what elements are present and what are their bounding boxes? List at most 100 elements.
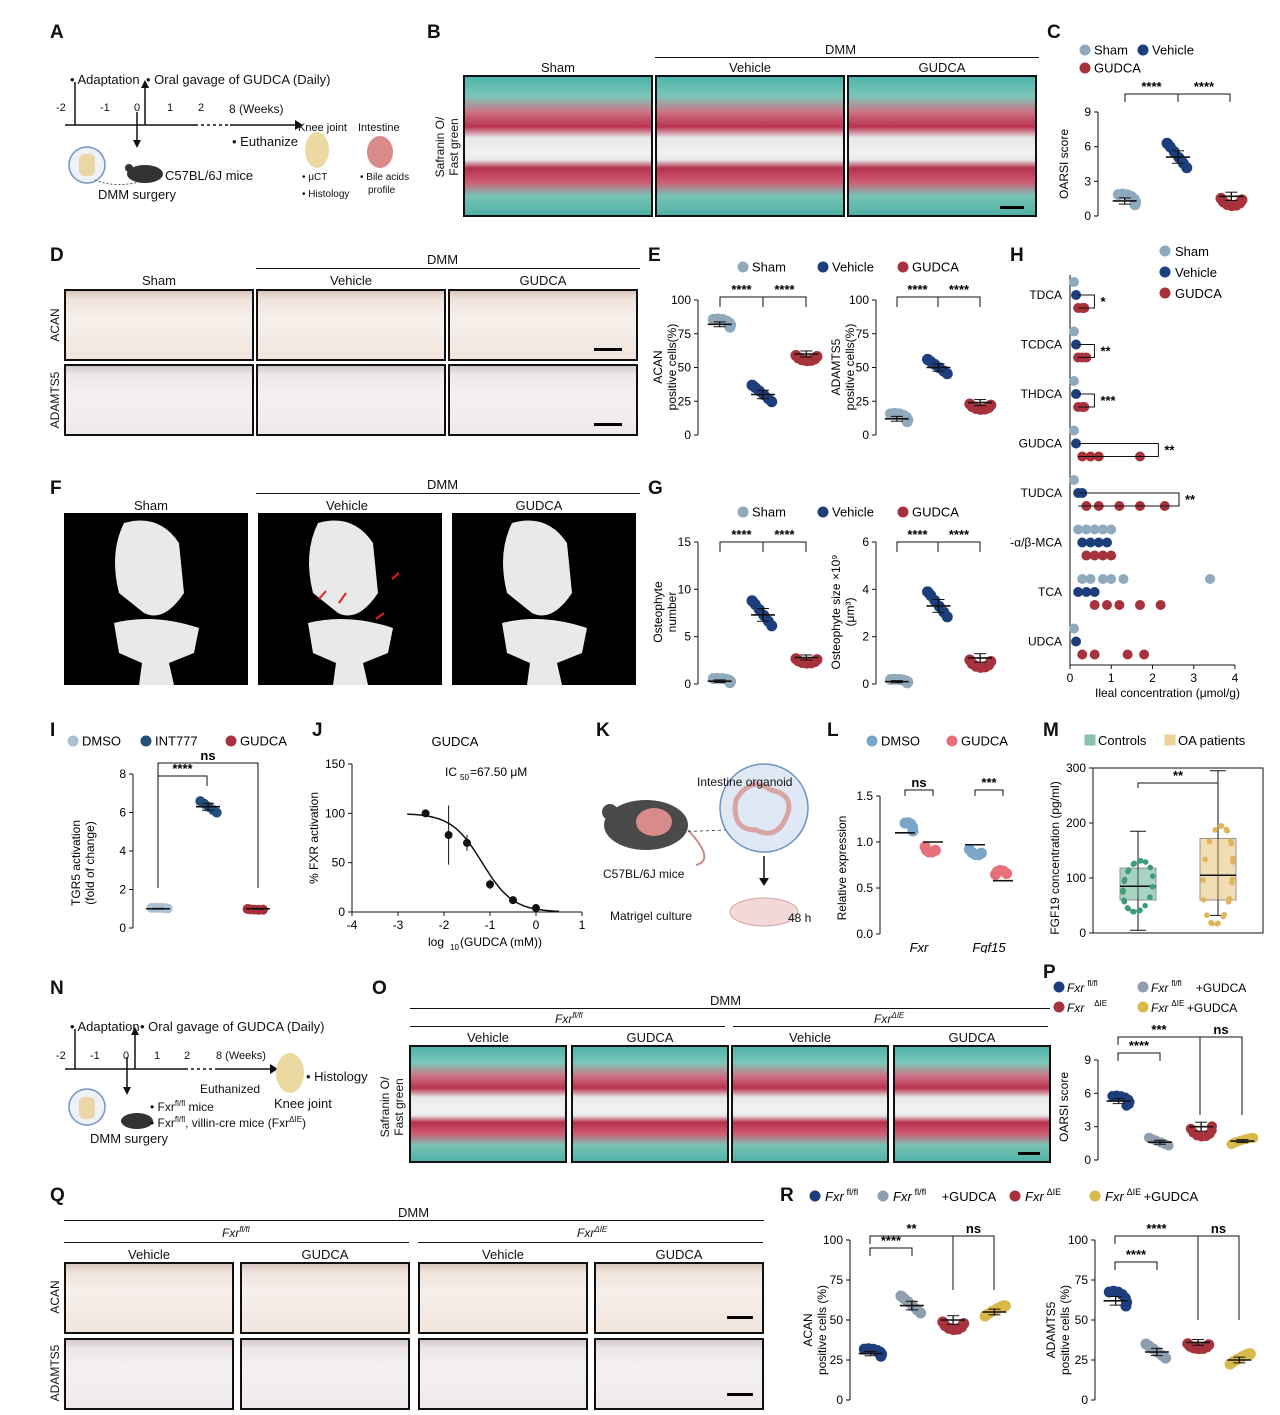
o-group1-line	[410, 1026, 725, 1027]
e-l-b1-bracket	[719, 296, 764, 307]
n-euthanized: Euthanized	[200, 1082, 261, 1096]
h-point-6-0-4	[1118, 574, 1129, 584]
l-legend-label-0: DMSO	[881, 734, 920, 749]
p-legend-sup-3: ΔIE	[1171, 999, 1184, 1008]
m-point-1-17	[1221, 911, 1228, 918]
panel-label-d: D	[50, 245, 64, 266]
q-col-4: GUDCA	[655, 1247, 703, 1262]
h-cat-label-4: TUDCA	[1021, 486, 1062, 500]
q-image-adamts5-3	[418, 1338, 588, 1410]
n-fxr-villin-end: )	[302, 1116, 307, 1130]
f-col-vehicle: Vehicle	[326, 498, 368, 513]
h-point-6-0-1	[1085, 574, 1096, 584]
m-y-tick-label-2: 200	[1066, 816, 1086, 830]
k-schematic	[602, 763, 809, 927]
h-point-5-2-2	[1097, 550, 1108, 561]
m-point-1-12	[1200, 877, 1206, 883]
q-image-acan-2	[240, 1262, 410, 1334]
r-legend-dot-2	[1009, 1190, 1021, 1202]
r-r-point-0-6	[1120, 1300, 1132, 1312]
c-point-1-6	[1161, 137, 1173, 149]
h-bracket-3	[1078, 443, 1159, 457]
panel-label-i: I	[50, 720, 56, 741]
panel-label-h: H	[1010, 245, 1024, 266]
o-col-1: Vehicle	[467, 1030, 509, 1045]
i-b1-bracket	[157, 775, 208, 786]
e-l-y-tick-label-2: 50	[678, 361, 692, 375]
j-point-3	[486, 880, 494, 889]
f-col-gudca: GUDCA	[515, 498, 563, 513]
p-b1-bracket	[1117, 1052, 1161, 1061]
i-ylabel-1: (fold of change)	[83, 821, 97, 904]
r-r-point-2-6	[1203, 1339, 1215, 1351]
a-uct: • μCT	[302, 172, 328, 183]
d-col-sham: Sham	[142, 273, 176, 288]
h-sig-0: *	[1100, 294, 1106, 309]
j-x-tick-label-4: 0	[533, 918, 540, 932]
r-legend-label-0: Fxr	[825, 1189, 844, 1204]
m-point-0-10	[1147, 894, 1153, 900]
e-l-ylabel-1: positive cells(%)	[665, 324, 679, 411]
p-legend-tail-3: +GUDCA	[1187, 1001, 1237, 1015]
r-l-y-tick-label-4: 100	[823, 1233, 843, 1247]
n-fxr-mice-tail: mice	[185, 1100, 214, 1114]
m-legend-label-1: OA patients	[1178, 733, 1246, 748]
g-l-b2-sig: ****	[774, 527, 795, 542]
h-point-6-2-2	[1114, 600, 1125, 610]
j-point-0	[421, 809, 430, 818]
q-dmm-line	[64, 1220, 764, 1221]
r-r-y-tick-label-1: 25	[1075, 1353, 1089, 1367]
m-point-1-15	[1209, 920, 1215, 927]
m-point-1-11	[1202, 856, 1208, 863]
b-image-sham	[463, 75, 653, 217]
b-col-vehicle: Vehicle	[729, 60, 771, 75]
h-cat-label-1: TCDCA	[1021, 338, 1062, 352]
p-ylabel-0: OARSI score	[1057, 1072, 1071, 1142]
h-cat-label-2: THDCA	[1021, 387, 1062, 401]
e-r-ylabel-1: positive cells(%)	[843, 324, 857, 411]
i-y-tick-label-0: 0	[119, 921, 126, 935]
g-legend-label-1: Vehicle	[832, 505, 874, 520]
r-legend-label-3: Fxr	[1105, 1189, 1124, 1204]
p-b2-sig: ***	[1151, 1022, 1167, 1037]
p-point-1-7	[1145, 1133, 1156, 1144]
q-image-adamts5-2	[240, 1338, 410, 1410]
n-knee: Knee joint	[274, 1096, 332, 1111]
p-y-tick-label-0: 0	[1084, 1153, 1091, 1167]
g-r-b1-bracket	[896, 541, 939, 552]
d-dmm-line	[256, 268, 640, 269]
h-bracket-1	[1078, 344, 1095, 358]
k-organoid: Intestine organoid	[697, 775, 793, 789]
k-time: 48 h	[788, 911, 812, 925]
r-r-b3-bracket	[1197, 1235, 1240, 1320]
p-b3-sig: ns	[1213, 1022, 1228, 1037]
r-r-y-tick-label-3: 75	[1075, 1273, 1089, 1287]
m-legend-swatch-0	[1084, 734, 1096, 746]
panel-label-b: B	[427, 22, 441, 43]
o-group1: Fxrfl/fl	[555, 1011, 583, 1026]
p-point-0-7	[1121, 1100, 1132, 1111]
r-r-point-1-6	[1140, 1338, 1152, 1350]
q-group2: FxrΔIE	[577, 1225, 607, 1240]
e-r-point-2-6	[985, 399, 997, 411]
h-point-2-1-0	[1071, 389, 1082, 399]
o-image-2	[571, 1045, 729, 1163]
r-l-b3-bracket	[952, 1235, 995, 1290]
r-r-b1-sig: ****	[1126, 1247, 1147, 1262]
r-r-ylabel-0: ADAMTS5	[1044, 1301, 1058, 1358]
g-r-ylabel-0: Osteophyte size ×10⁹	[829, 555, 843, 670]
m-box-1	[1199, 837, 1237, 901]
p-y-tick-label-2: 6	[1084, 1086, 1091, 1100]
m-legend-swatch-1	[1164, 734, 1176, 746]
g-legend-label-0: Sham	[752, 505, 786, 520]
m-point-1-16	[1215, 920, 1221, 927]
e-l-ylabel-0: ACAN	[651, 350, 665, 383]
r-legend-sup-2: ΔIE	[1047, 1187, 1062, 1197]
m-point-1-10	[1206, 838, 1213, 845]
g-l-y-tick-label-2: 10	[678, 582, 692, 596]
c2-legend-label-0: GUDCA	[1094, 61, 1141, 76]
g-l-b1-sig: ****	[731, 527, 752, 542]
l-b1-bracket	[904, 789, 934, 796]
n-fxr-mice-sup: fl/fl	[174, 1099, 186, 1108]
r-legend-tail-3: +GUDCA	[1144, 1189, 1199, 1204]
